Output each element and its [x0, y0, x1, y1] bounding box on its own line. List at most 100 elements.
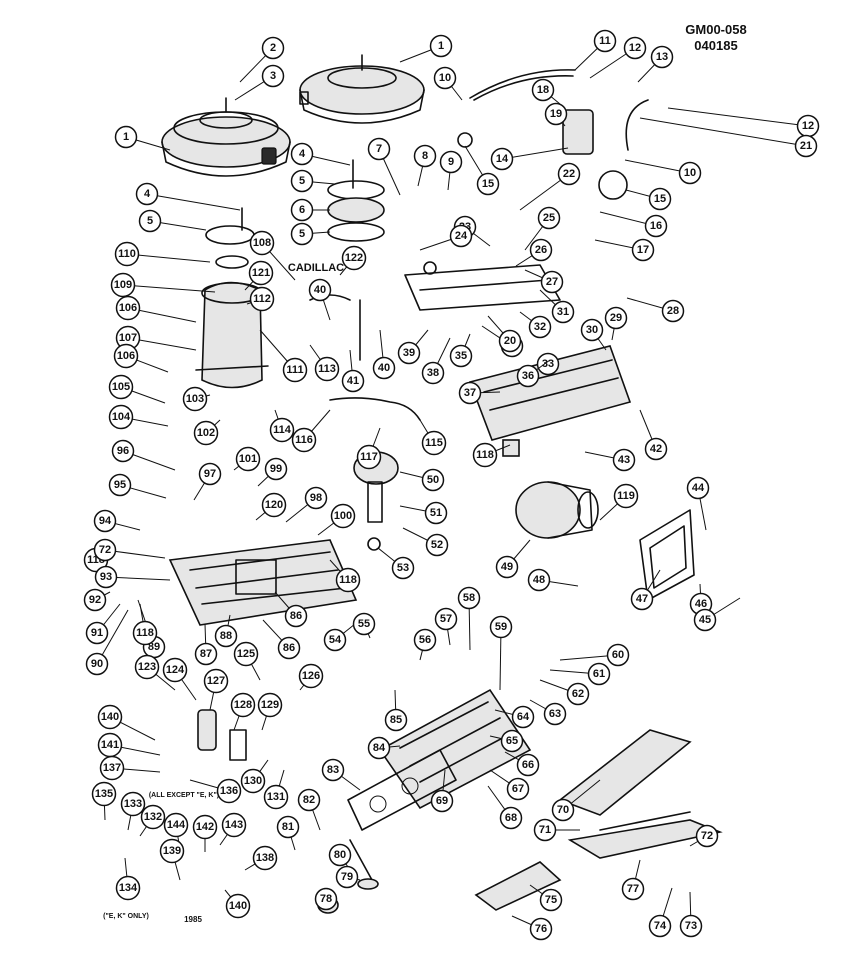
callout-83: 83: [321, 758, 361, 791]
callout-circle: [476, 172, 500, 196]
callout-number: 100: [334, 510, 352, 522]
callout-86: 86: [262, 619, 301, 660]
callout-65: 65: [489, 729, 524, 753]
callout-leader: [122, 284, 216, 293]
callout-number: 83: [327, 764, 339, 776]
callout-51: 51: [399, 501, 448, 525]
callout-69: 69: [430, 769, 454, 813]
callout-number: 52: [431, 539, 443, 551]
callout-number: 53: [397, 562, 409, 574]
callout-number: 32: [534, 321, 546, 333]
callout-number: 118: [476, 449, 494, 461]
callout-109: 109: [110, 272, 216, 298]
callout-number: 82: [303, 794, 315, 806]
callout-number: 120: [265, 499, 283, 511]
callout-circle: [372, 356, 396, 380]
callout-number: 9: [448, 156, 454, 168]
callout-circle: [99, 755, 125, 781]
callout-15: 15: [464, 145, 500, 196]
callout-number: 15: [654, 193, 666, 205]
callout-leader: [639, 117, 807, 147]
callout-123: 123: [134, 654, 176, 691]
callout-number: 121: [252, 267, 270, 279]
air-cleaner-right: [299, 54, 425, 124]
year-label: 1985: [184, 915, 202, 924]
callout-number: 118: [339, 574, 357, 586]
callout-number: 80: [334, 849, 346, 861]
callout-41: 41: [341, 349, 365, 393]
callout-number: 30: [586, 324, 598, 336]
callout-circle: [257, 692, 283, 718]
callout-number: 89: [148, 641, 160, 653]
callout-circle: [108, 473, 132, 497]
callout-circle: [644, 437, 668, 461]
callout-number: 12: [802, 120, 814, 132]
callout-number: 14: [496, 153, 509, 165]
callout-number: 60: [612, 649, 624, 661]
callout-102: 102: [193, 419, 221, 446]
callout-number: 134: [119, 882, 138, 894]
callout-leader: [126, 253, 211, 263]
callout-circle: [263, 784, 289, 810]
callout-number: 99: [270, 463, 282, 475]
callout-97: 97: [193, 462, 222, 501]
callout-circle: [290, 222, 314, 246]
callout-number: 75: [545, 894, 557, 906]
intake-manifold: [168, 539, 358, 626]
callout-92: 92: [83, 588, 111, 612]
callout-number: 91: [91, 627, 103, 639]
callout-number: 24: [455, 230, 468, 242]
callout-number: 33: [542, 358, 554, 370]
callout-140: 140: [224, 889, 251, 919]
callout-number: 108: [253, 237, 271, 249]
callout-number: 124: [166, 664, 185, 676]
callout-number: 47: [636, 593, 648, 605]
callout-number: 49: [501, 561, 513, 573]
callout-number: 117: [360, 451, 378, 463]
callout-circle: [472, 442, 498, 468]
callout-20: 20: [487, 315, 522, 353]
callout-circle: [264, 457, 288, 481]
callout-30: 30: [580, 318, 607, 351]
callout-number: 114: [273, 424, 292, 436]
diagram-code: GM00-058: [685, 22, 746, 37]
callout-75: 75: [529, 884, 563, 912]
callout-circle: [536, 352, 560, 376]
callout-101: 101: [233, 446, 261, 472]
callout-141: 141: [97, 732, 161, 758]
callout-94: 94: [93, 509, 141, 533]
callout-circle: [108, 374, 134, 400]
callout-circle: [421, 468, 445, 492]
callout-90: 90: [85, 609, 129, 676]
callout-106: 106: [115, 295, 197, 323]
callout-132: 132: [139, 804, 166, 837]
callout-13: 13: [637, 45, 674, 83]
engine-label: CADILLAC: [288, 262, 344, 274]
callout-16: 16: [599, 211, 668, 238]
callout-number: 142: [196, 821, 214, 833]
callout-circle: [284, 604, 308, 628]
callout-5: 5: [138, 209, 207, 233]
callout-circle: [506, 777, 530, 801]
callout-number: 17: [637, 244, 649, 256]
callout-circle: [85, 621, 109, 645]
callout-circle: [132, 620, 158, 646]
callout-circle: [261, 36, 285, 60]
callout-number: 107: [119, 332, 137, 344]
callout-number: 78: [320, 893, 332, 905]
callout-circle: [192, 814, 218, 840]
callout-circle: [341, 245, 367, 271]
callout-number: 5: [147, 215, 153, 227]
callout-115: 115: [419, 419, 447, 456]
callout-circle: [648, 187, 672, 211]
callout-96: 96: [111, 439, 176, 471]
callout-circle: [240, 768, 266, 794]
callout-circle: [679, 914, 703, 938]
callout-number: 44: [692, 482, 705, 494]
callout-67: 67: [489, 769, 530, 801]
callout-number: 140: [101, 711, 119, 723]
callout-circle: [557, 162, 581, 186]
callout-circle: [193, 420, 219, 446]
callout-number: 144: [167, 819, 186, 831]
